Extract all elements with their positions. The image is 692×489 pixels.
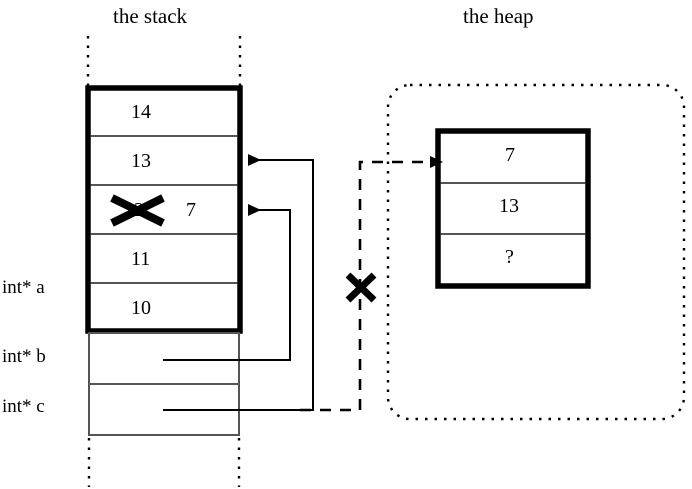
stack-cell-value-1: 13	[131, 150, 151, 172]
x-mark-over-12	[110, 194, 165, 227]
heap-region-border	[386, 83, 686, 421]
stack-pointer-vars-box	[88, 332, 240, 436]
stack-var-label-b: int* b	[2, 346, 46, 367]
stack-dotted-continuation-bottom	[87, 438, 241, 487]
stack-cell-value-0: 14	[131, 101, 151, 123]
stack-cell-value-3: 11	[131, 248, 151, 270]
stack-var-label-a: int* a	[2, 277, 45, 298]
stack-cell-value-2: 12	[124, 199, 144, 221]
stack-title: the stack	[113, 4, 188, 28]
stack-cell-value-4: 10	[131, 297, 151, 319]
x-mark-over-dangling-pointer	[345, 272, 377, 303]
heap-title: the heap	[463, 4, 534, 28]
heap-block-box	[435, 128, 591, 289]
stack-dotted-continuation-top	[86, 36, 242, 88]
pointer-c-to-cell-13-arrow	[163, 154, 314, 411]
pointer-b-to-cell-12-arrow	[163, 204, 291, 361]
heap-cell-value-1: 13	[499, 195, 519, 217]
stack-frame-box	[85, 85, 243, 334]
stack-cell-value-2-replacement: 7	[186, 199, 196, 221]
heap-cell-value-2: ?	[505, 246, 514, 268]
stack-var-label-c: int* c	[2, 396, 45, 417]
heap-cell-value-0: 7	[505, 144, 515, 166]
